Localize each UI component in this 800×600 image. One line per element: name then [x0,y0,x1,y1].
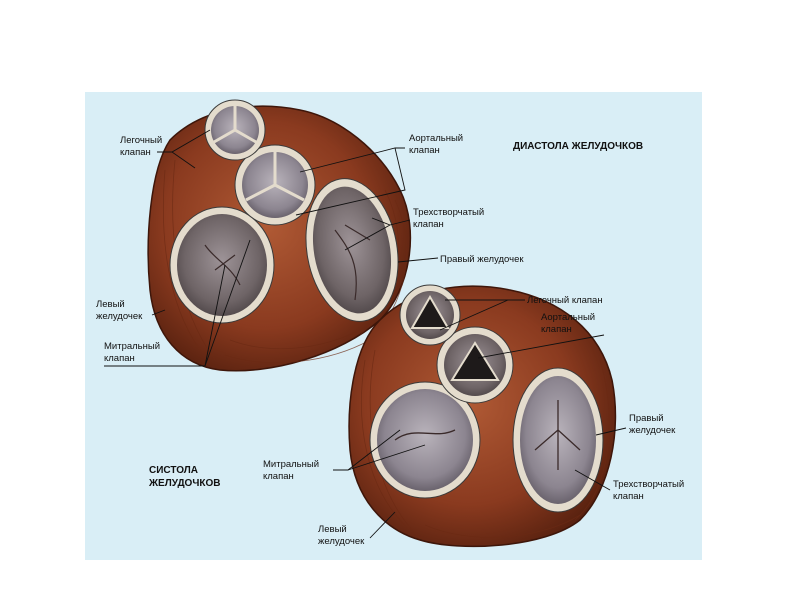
diastole-pulmonary-label-2: клапан [120,147,151,158]
systole-mitral-label-2: клапан [263,471,294,482]
diastole-tricuspid-label-2: клапан [413,219,444,230]
systole-aortic-label-2: клапан [541,324,572,335]
diastole-mitral-label-1: Митральный [104,341,160,352]
diastole-title: ДИАСТОЛА ЖЕЛУДОЧКОВ [513,141,643,152]
systole-right-ventricle-label-2: желудочек [629,425,676,436]
diastole-annotations: Легочный клапан Аортальный клапан Трехст… [96,129,524,367]
systole-annotations: Легочный клапан Аортальный клапан Правый… [263,295,684,547]
diastole-tricuspid-valve [312,186,392,314]
diastole-left-ventricle-label-1: Левый [96,299,125,310]
diastole-left-ventricle-label-2: желудочек [96,311,143,322]
systole-mitral-valve [377,389,473,491]
diastole-tricuspid-label-1: Трехстворчатый [413,207,484,218]
systole-title-line1: СИСТОЛА [149,465,198,476]
diastole-aortic-label-1: Аортальный [409,133,463,144]
diastole-aortic-label-2: клапан [409,145,440,156]
systole-aortic-label-1: Аортальный [541,312,595,323]
systole-pulmonary-label: Легочный клапан [527,295,603,306]
diastole-heart [147,99,412,372]
systole-left-ventricle-label-1: Левый [318,524,347,535]
systole-left-ventricle-label-2: желудочек [318,536,365,547]
systole-mitral-label-1: Митральный [263,459,319,470]
diastole-mitral-label-2: клапан [104,353,135,364]
systole-heart [348,284,617,548]
systole-title-line2: ЖЕЛУДОЧКОВ [148,478,220,489]
systole-tricuspid-label-1: Трехстворчатый [613,479,684,490]
diastole-right-ventricle-label: Правый желудочек [440,254,524,265]
diastole-pulmonary-label-1: Легочный [120,135,162,146]
systole-right-ventricle-label-1: Правый [629,413,664,424]
diastole-striations [162,159,407,364]
systole-tricuspid-label-2: клапан [613,491,644,502]
